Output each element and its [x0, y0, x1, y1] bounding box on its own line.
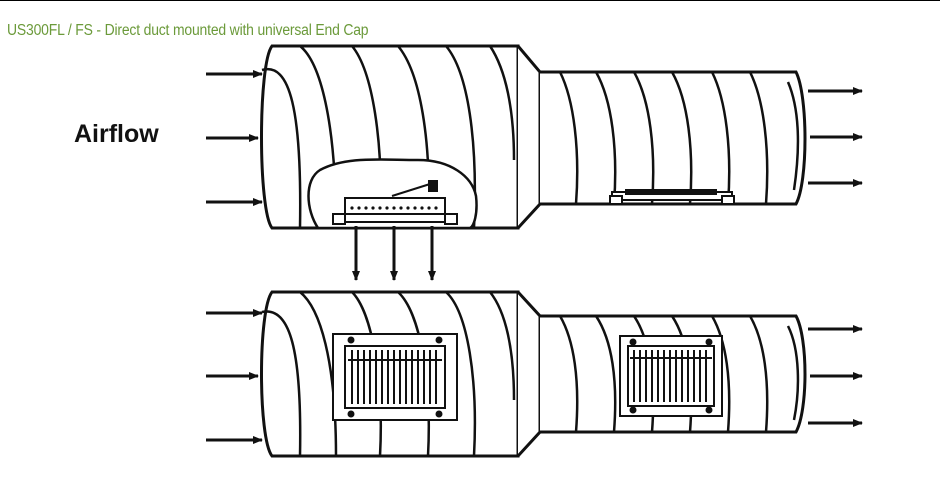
- top-duct-spiral-seams: [261, 45, 800, 229]
- bottom-grille-large-louvers: [348, 350, 442, 404]
- top-duct-transition: [516, 45, 542, 230]
- top-outlet-arrows: [808, 87, 863, 187]
- bottom-grille-small-louvers: [630, 350, 712, 402]
- airflow-label: Airflow: [74, 120, 159, 148]
- bottom-inlet-arrows: [206, 309, 263, 444]
- top-rule: [0, 0, 940, 1]
- top-duct-small-section: [540, 70, 807, 206]
- top-unit-louvers: [350, 206, 438, 210]
- top-inlet-arrows: [206, 70, 263, 206]
- page-title: US300FL / FS - Direct duct mounted with …: [7, 22, 369, 39]
- top-end-cap: [609, 189, 735, 205]
- bottom-duct-transition: [516, 290, 542, 458]
- discharge-arrows: [352, 226, 436, 281]
- bottom-outlet-arrows: [808, 325, 863, 427]
